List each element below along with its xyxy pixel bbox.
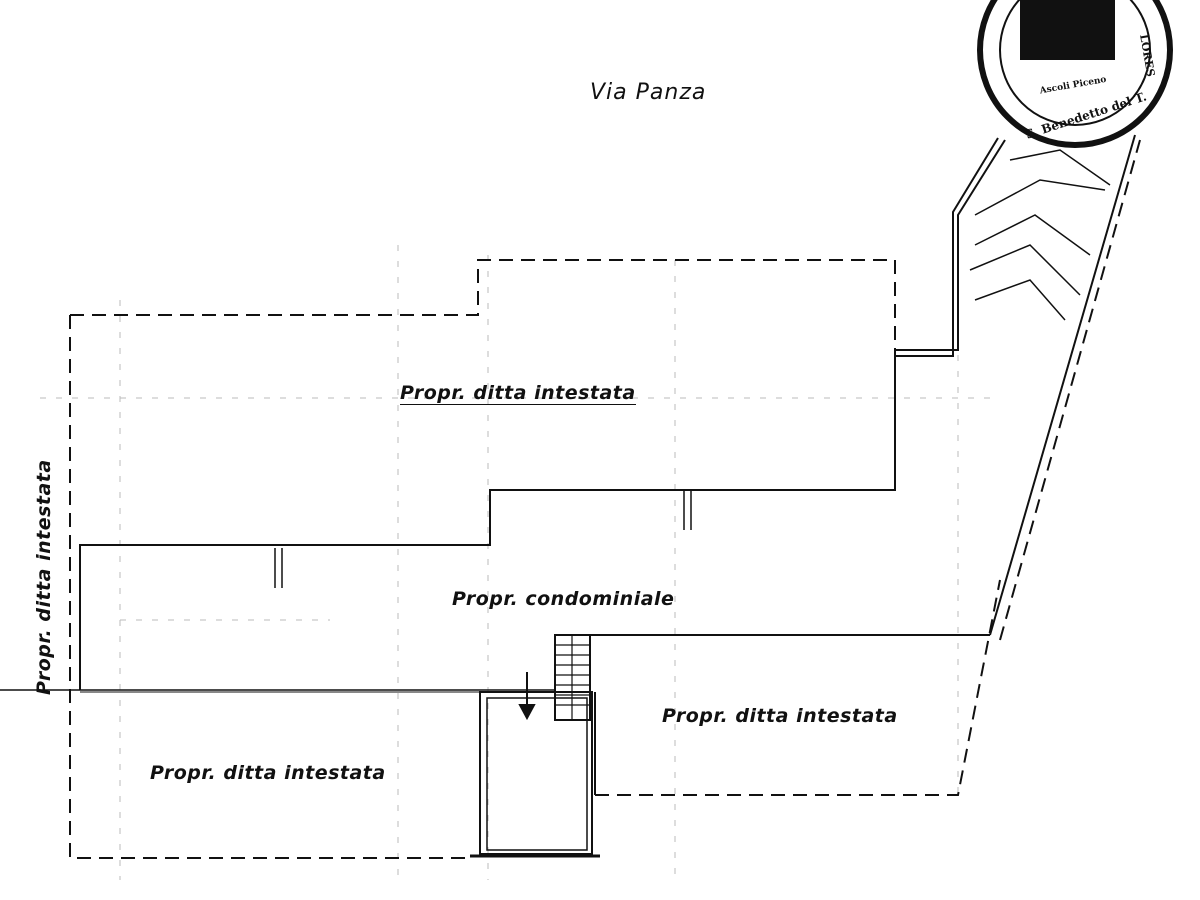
official-stamp: Ascoli Piceno S. Benedetto del T. LORES <box>977 0 1173 148</box>
common-area-label: Propr. condominiale <box>452 588 675 610</box>
ramp-chevrons <box>969 149 1111 321</box>
upper-area-label: Propr. ditta intestata <box>400 382 636 405</box>
street-label: Via Panza <box>590 80 707 105</box>
construction-grid <box>40 245 1000 880</box>
left-side-vertical-label: Propr. ditta intestata <box>33 459 55 695</box>
left-lower-area-label: Propr. ditta intestata <box>150 762 386 784</box>
property-boundaries <box>0 134 1141 859</box>
right-lower-area-label: Propr. ditta intestata <box>662 705 898 727</box>
